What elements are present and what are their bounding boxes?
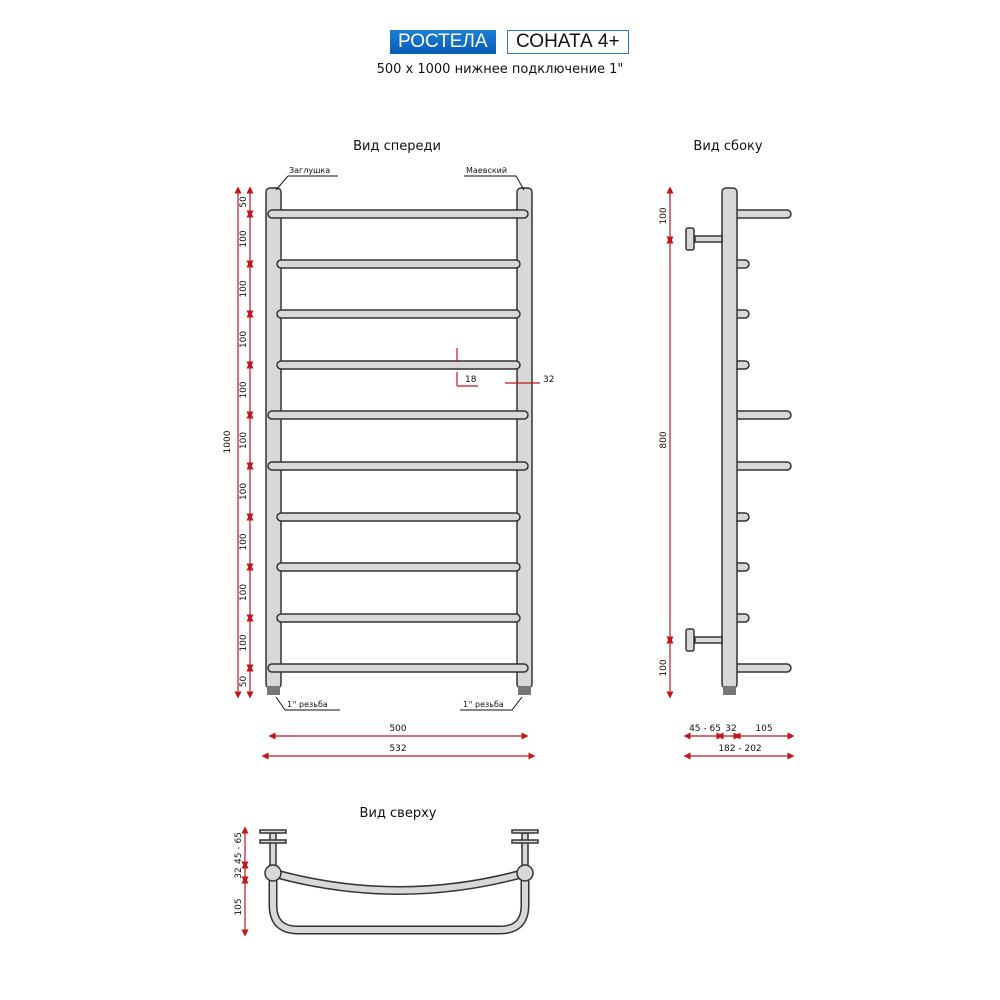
dim-top-pipe: 32 xyxy=(234,867,244,878)
right-thread xyxy=(518,686,531,695)
dim-side-wall: 45 - 65 xyxy=(689,724,721,734)
dim-segment: 100 xyxy=(239,634,249,651)
side-rung xyxy=(729,209,792,219)
rung xyxy=(276,259,521,269)
dim-segment: 100 xyxy=(239,584,249,601)
dim-rung-diameter: 18 xyxy=(465,375,477,385)
side-view: 100 800 100 45 - 65 32 105 182 - 202 xyxy=(659,186,795,760)
wall-bracket-bottom xyxy=(685,628,723,652)
dim-side-pipe: 32 xyxy=(725,724,736,734)
dim-segment: 50 xyxy=(239,676,249,688)
plug-label: Заглушка xyxy=(289,166,330,175)
dim-pipe-diameter: 32 xyxy=(543,375,554,385)
rung xyxy=(276,360,521,370)
rung xyxy=(267,663,529,673)
dim-segment: 50 xyxy=(239,196,249,208)
dim-segment: 100 xyxy=(239,280,249,297)
rung xyxy=(267,461,529,471)
dim-side-bottom: 100 xyxy=(659,659,669,676)
dim-width-axis: 500 xyxy=(389,724,406,734)
front-view-title: Вид спереди xyxy=(353,139,441,154)
dim-width-total: 532 xyxy=(389,744,406,754)
rung xyxy=(276,309,521,319)
wall-bracket-top xyxy=(685,227,723,251)
top-view-title: Вид сверху xyxy=(360,806,437,821)
rung xyxy=(276,512,521,522)
dim-side-total-depth: 182 - 202 xyxy=(718,744,761,754)
rung xyxy=(276,613,521,623)
dim-side-top: 100 xyxy=(659,207,669,224)
dim-total-height: 1000 xyxy=(223,430,233,453)
dim-segment: 100 xyxy=(239,230,249,247)
thread-right-label: 1'' резьба xyxy=(463,700,504,709)
dim-segment: 100 xyxy=(239,331,249,348)
side-view-title: Вид сбоку xyxy=(693,139,762,154)
dim-segment: 100 xyxy=(239,381,249,398)
side-pipe xyxy=(721,187,738,689)
dim-segment: 100 xyxy=(239,483,249,500)
side-rung xyxy=(729,410,792,420)
rung xyxy=(276,562,521,572)
side-rung xyxy=(729,461,792,471)
dim-segment: 100 xyxy=(239,432,249,449)
valve-label: Маевский xyxy=(466,166,507,175)
rung xyxy=(267,410,529,420)
brand-logo: РОСТЕЛА xyxy=(390,30,496,54)
left-thread xyxy=(267,686,280,695)
subtitle: 500 x 1000 нижнее подключение 1" xyxy=(376,62,624,77)
thread-left-label: 1'' резьба xyxy=(287,700,328,709)
dim-top-depth: 105 xyxy=(234,898,244,915)
front-view: Заглушка Маевский 1'' резьба 1'' резьба … xyxy=(223,166,554,760)
top-view: 45 - 65 32 105 xyxy=(234,826,539,937)
dim-side-depth: 105 xyxy=(755,724,772,734)
side-rung xyxy=(729,663,792,673)
dim-side-middle: 800 xyxy=(659,431,669,448)
model-name: СОНАТА 4+ xyxy=(507,30,629,54)
dim-segment: 100 xyxy=(239,533,249,550)
dim-top-wall: 45 - 65 xyxy=(234,832,244,864)
rung xyxy=(267,209,529,219)
